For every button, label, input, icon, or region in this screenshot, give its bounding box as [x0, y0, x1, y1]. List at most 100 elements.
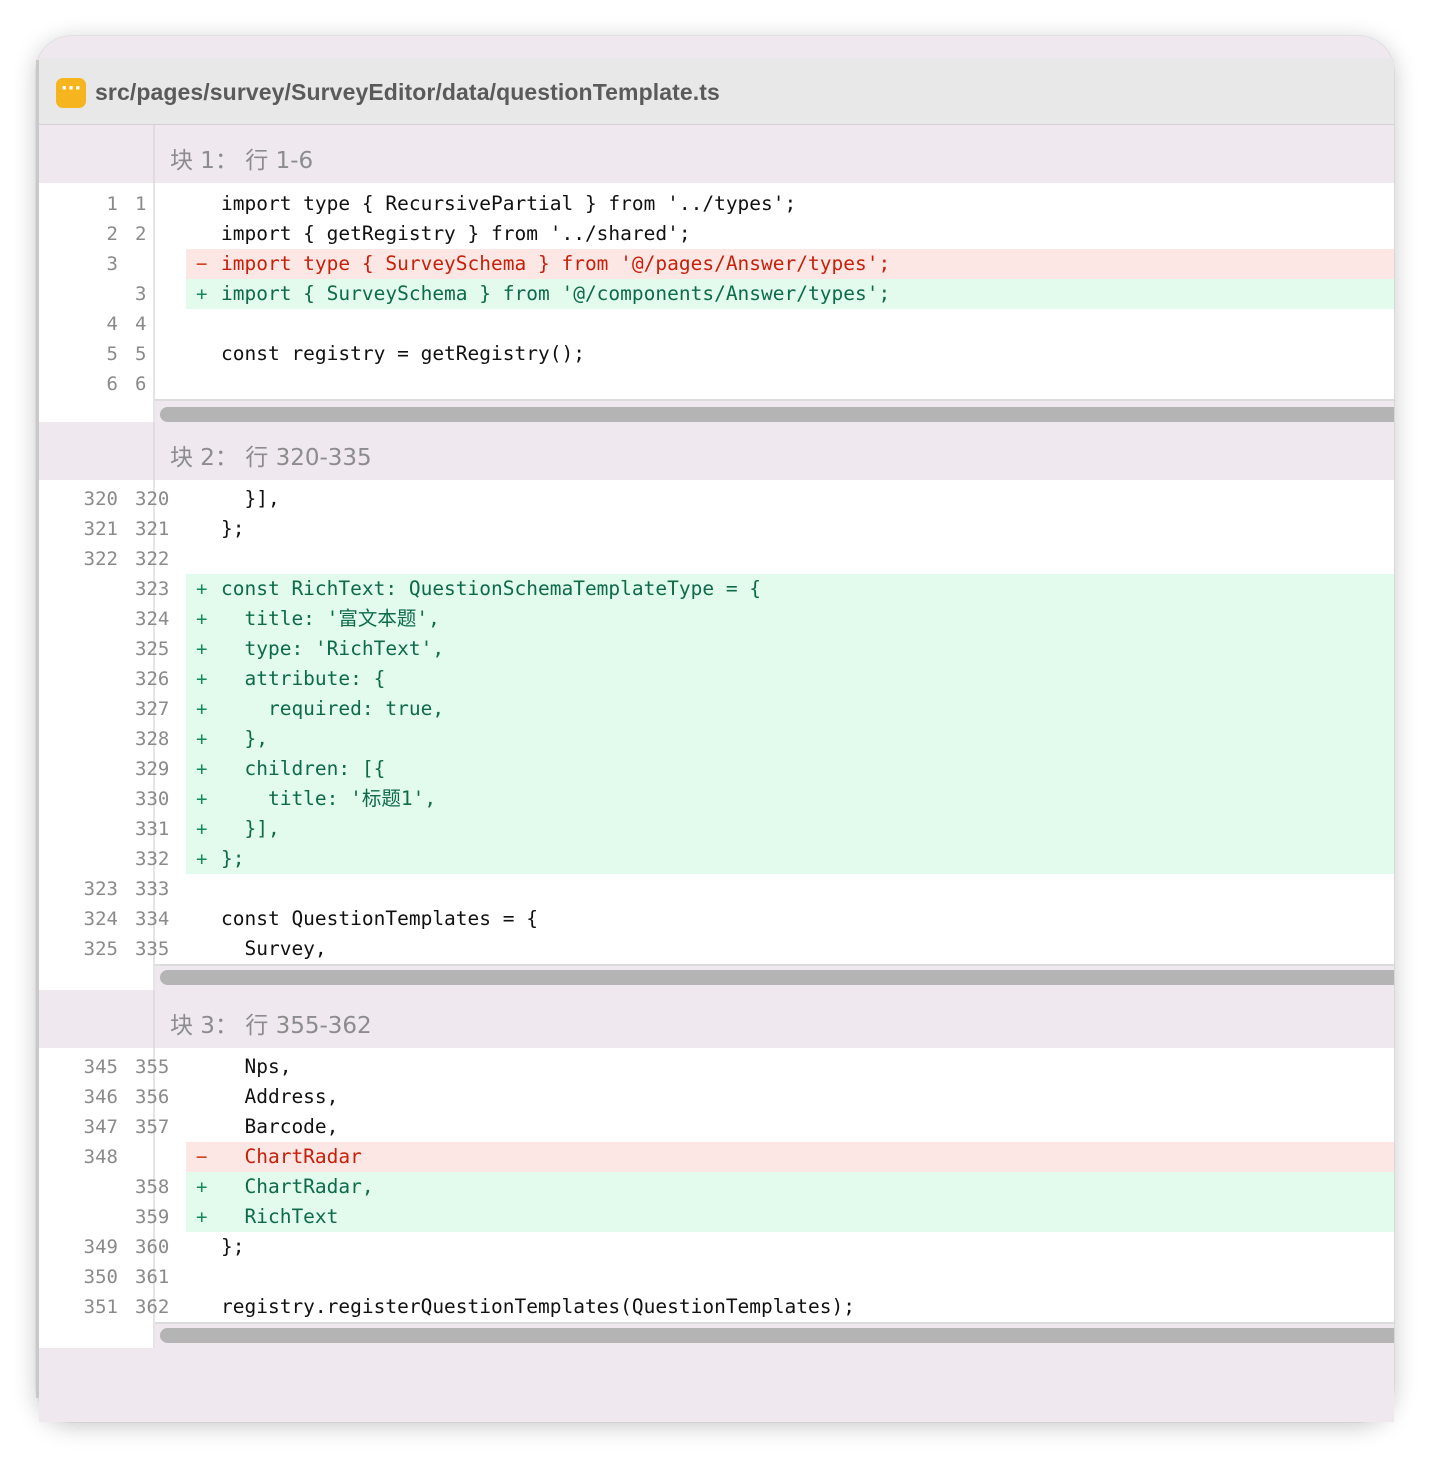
- line-highlight: [186, 694, 1394, 724]
- diff-sign: +: [196, 638, 208, 660]
- diff-sign: +: [196, 578, 208, 600]
- diff-sign: +: [196, 758, 208, 780]
- new-line-number: 356: [135, 1086, 170, 1108]
- added-line[interactable]: 331+ }],: [39, 814, 1394, 844]
- new-line-number: 329: [135, 758, 170, 780]
- line-highlight: [186, 514, 1394, 544]
- diff-sign: −: [196, 1146, 208, 1168]
- old-line-number: 5: [106, 343, 118, 365]
- line-highlight: [186, 369, 1394, 399]
- horizontal-scrollbar[interactable]: [160, 407, 1394, 422]
- added-line[interactable]: 327+ required: true,: [39, 694, 1394, 724]
- deleted-line[interactable]: 3−import type { SurveySchema } from '@/p…: [39, 249, 1394, 279]
- more-dots-icon[interactable]: ···: [56, 78, 86, 108]
- added-line[interactable]: 326 + attribute: {: [39, 664, 1394, 694]
- new-line-number: 357: [135, 1116, 170, 1138]
- new-line-number: 330: [135, 788, 170, 810]
- diff-sign: +: [196, 818, 208, 840]
- added-line[interactable]: 332+};: [39, 844, 1394, 874]
- new-line-number: 324: [135, 608, 170, 630]
- new-line-number: 328: [135, 728, 170, 750]
- line-highlight: [186, 1262, 1394, 1292]
- chunk-title: 块 2： 行 320-335: [170, 445, 372, 471]
- line-number-gutter: [39, 183, 155, 399]
- context-line[interactable]: 322 322: [39, 544, 1394, 574]
- line-highlight: [186, 1172, 1394, 1202]
- line-highlight: [186, 1082, 1394, 1112]
- line-highlight: [186, 574, 1394, 604]
- code-text: attribute: {: [221, 667, 386, 690]
- added-line[interactable]: 328+ },: [39, 724, 1394, 754]
- code-text: Address,: [221, 1085, 339, 1108]
- code-text: }],: [221, 817, 280, 840]
- old-line-number: 345: [83, 1056, 118, 1078]
- old-line-number: 320: [83, 488, 118, 510]
- added-line[interactable]: 3+import { SurveySchema } from '@/compon…: [39, 279, 1394, 309]
- horizontal-scrollbar[interactable]: [160, 970, 1394, 985]
- added-line[interactable]: 324+ title: '富文本题',: [39, 604, 1394, 634]
- new-line-number: 321: [135, 518, 170, 540]
- diff-sign: −: [196, 253, 208, 275]
- horizontal-scroll-area: [39, 964, 1394, 992]
- code-text: required: true,: [221, 697, 445, 720]
- diff-sign: +: [196, 1206, 208, 1228]
- new-line-number: 362: [135, 1296, 170, 1318]
- line-highlight: [186, 724, 1394, 754]
- new-line-number: 355: [135, 1056, 170, 1078]
- code-text: const registry = getRegistry();: [221, 342, 585, 365]
- added-line[interactable]: 323+const RichText: QuestionSchemaTempla…: [39, 574, 1394, 604]
- diff-sign: +: [196, 848, 208, 870]
- added-line[interactable]: 329+ children: [{: [39, 754, 1394, 784]
- file-path[interactable]: src/pages/survey/SurveyEditor/data/quest…: [95, 79, 720, 105]
- line-highlight: [186, 309, 1394, 339]
- line-highlight: [186, 484, 1394, 514]
- code-text: registry.registerQuestionTemplates(Quest…: [221, 1295, 855, 1318]
- horizontal-scrollbar[interactable]: [160, 1328, 1394, 1343]
- old-line-number: 322: [83, 548, 118, 570]
- line-number-gutter: [39, 480, 155, 964]
- diff-window: ··· src/pages/survey/SurveyEditor/data/q…: [36, 36, 1394, 1422]
- old-line-number: 349: [83, 1236, 118, 1258]
- new-line-number: 326: [135, 668, 170, 690]
- new-line-number: 333: [135, 878, 170, 900]
- diff-sign: +: [196, 668, 208, 690]
- added-line[interactable]: 330+ title: '标题1',: [39, 784, 1394, 814]
- line-highlight: [186, 754, 1394, 784]
- chunk-title: 块 3： 行 355-362: [170, 1013, 372, 1039]
- line-highlight: [186, 814, 1394, 844]
- added-line[interactable]: 358+ ChartRadar,: [39, 1172, 1394, 1202]
- added-line[interactable]: 325+ type: 'RichText',: [39, 634, 1394, 664]
- code-text: ChartRadar,: [221, 1175, 374, 1198]
- old-line-number: 2: [106, 223, 118, 245]
- line-highlight: [186, 844, 1394, 874]
- new-line-number: 6: [135, 373, 147, 395]
- new-line-number: 323: [135, 578, 170, 600]
- deleted-line[interactable]: 348− ChartRadar: [39, 1142, 1394, 1172]
- code-text: title: '富文本题',: [221, 607, 440, 630]
- added-line[interactable]: 359+ RichText: [39, 1202, 1394, 1232]
- line-highlight: [186, 1142, 1394, 1172]
- new-line-number: 322: [135, 548, 170, 570]
- old-line-number: 4: [106, 313, 118, 335]
- line-highlight: [186, 784, 1394, 814]
